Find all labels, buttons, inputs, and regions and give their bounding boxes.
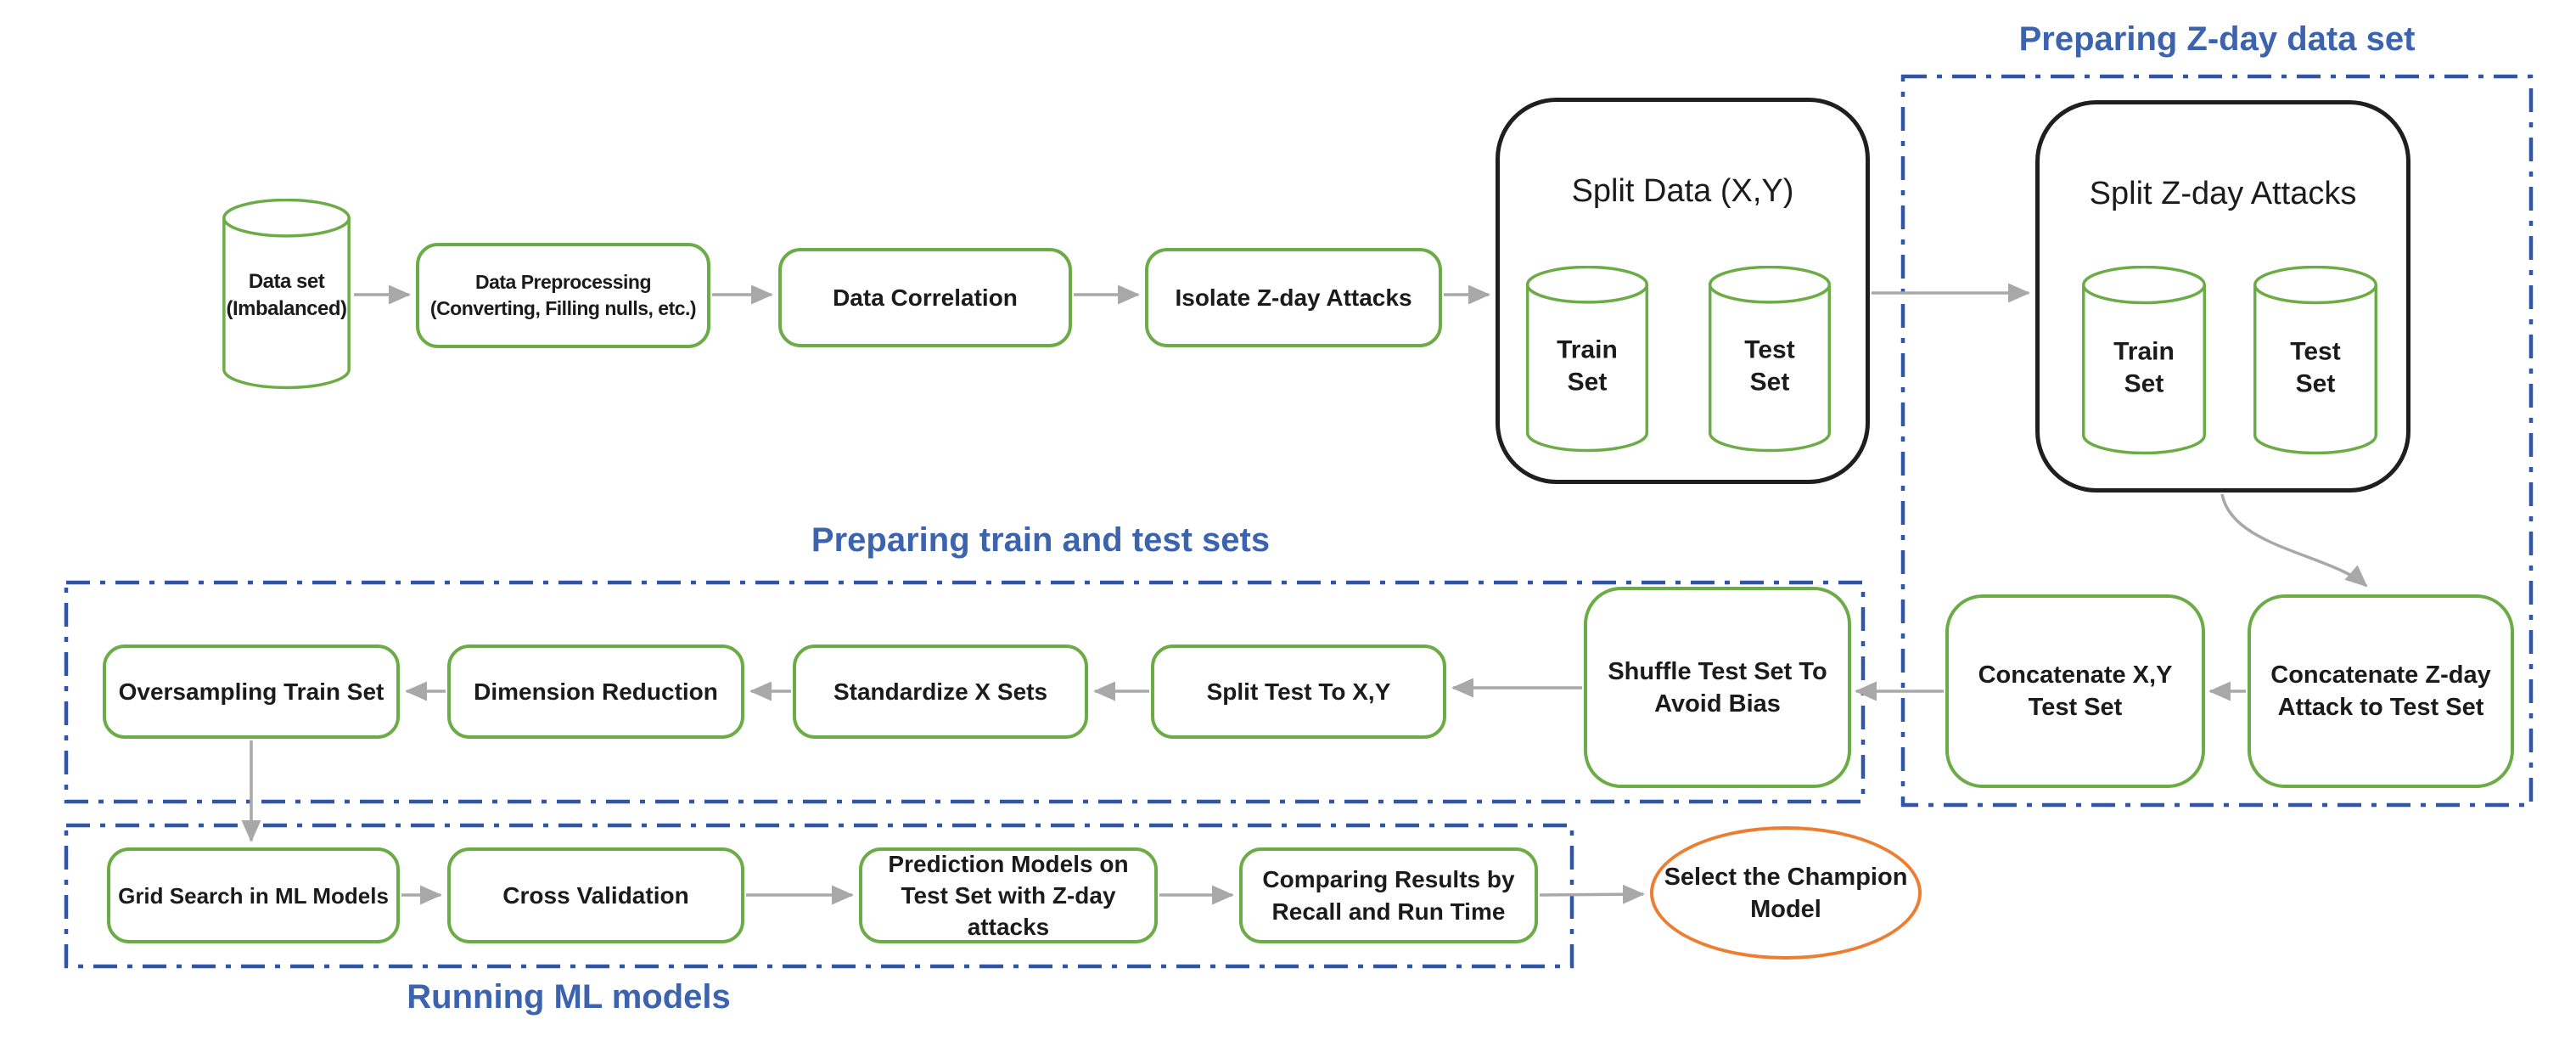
data-correlation-label: Data Correlation <box>833 284 1018 311</box>
split-zday-container: Split Z-day Attacks Train Set Test Set <box>2035 100 2410 493</box>
split-data-title: Split Data (X,Y) <box>1571 173 1794 209</box>
isolate-zday-box: Isolate Z-day Attacks <box>1145 248 1442 347</box>
region-label-zday: Preparing Z-day data set <box>2018 20 2416 58</box>
split-zday-train-cylinder: Train Set <box>2080 266 2208 457</box>
region-label-running: Running ML models <box>407 978 731 1016</box>
prediction-models-label: Prediction Models on Test Set with Z-day… <box>888 851 1129 940</box>
concat-zday-label: Concatenate Z-day Attack to Test Set <box>2270 661 2491 721</box>
dimension-reduction-label: Dimension Reduction <box>474 678 718 705</box>
grid-search-box: Grid Search in ML Models <box>107 847 400 943</box>
champion-model-label: Select the Champion Model <box>1664 863 1908 923</box>
oversampling-box: Oversampling Train Set <box>103 645 400 739</box>
cylinder-shape <box>221 199 352 391</box>
standardize-label: Standardize X Sets <box>833 678 1048 705</box>
prediction-models-box: Prediction Models on Test Set with Z-day… <box>859 847 1158 943</box>
champion-model-ellipse: Select the Champion Model <box>1650 826 1922 960</box>
train-set-label: Train Set <box>1557 335 1618 397</box>
comparing-results-box: Comparing Results by Recall and Run Time <box>1239 847 1538 943</box>
split-data-container: Split Data (X,Y) Train Set Test Set <box>1496 98 1870 484</box>
cylinder-shape <box>1524 266 1650 454</box>
split-zday-test-cylinder: Test Set <box>2252 266 2379 457</box>
isolate-zday-label: Isolate Z-day Attacks <box>1175 284 1412 311</box>
split-test-label: Split Test To X,Y <box>1206 678 1391 705</box>
dimension-reduction-box: Dimension Reduction <box>447 645 744 739</box>
concat-xy-box: Concatenate X,Y Test Set <box>1945 594 2205 788</box>
shuffle-label: Shuffle Test Set To Avoid Bias <box>1608 657 1827 718</box>
dataset-label: Data set (Imbalanced) <box>226 269 347 320</box>
arrow-comparing-to-champion <box>1539 884 1645 904</box>
dataset-cylinder: Data set (Imbalanced) <box>221 199 352 391</box>
preprocessing-box: Data Preprocessing (Converting, Filling … <box>416 243 710 348</box>
cylinder-shape <box>2252 266 2379 457</box>
split-test-box: Split Test To X,Y <box>1151 645 1446 739</box>
train-set-label: Train Set <box>2113 337 2175 398</box>
grid-search-label: Grid Search in ML Models <box>118 882 389 909</box>
cylinder-shape <box>1707 266 1832 454</box>
region-label-train-test: Preparing train and test sets <box>811 521 1271 559</box>
standardize-box: Standardize X Sets <box>793 645 1088 739</box>
concat-xy-label: Concatenate X,Y Test Set <box>1978 661 2173 721</box>
cylinder-shape <box>2080 266 2208 457</box>
split-zday-title: Split Z-day Attacks <box>2089 176 2357 211</box>
concat-zday-box: Concatenate Z-day Attack to Test Set <box>2248 594 2514 788</box>
preprocessing-label: Data Preprocessing (Converting, Filling … <box>429 271 697 319</box>
data-correlation-box: Data Correlation <box>778 248 1072 347</box>
test-set-label: Test Set <box>1744 335 1795 397</box>
curved-arrow-splitzday-to-concatzday <box>2220 493 2368 588</box>
oversampling-label: Oversampling Train Set <box>118 678 384 705</box>
cross-validation-box: Cross Validation <box>447 847 744 943</box>
split-data-test-cylinder: Test Set <box>1707 266 1832 454</box>
cross-validation-label: Cross Validation <box>502 881 689 909</box>
shuffle-box: Shuffle Test Set To Avoid Bias <box>1584 587 1851 788</box>
comparing-results-label: Comparing Results by Recall and Run Time <box>1262 865 1515 925</box>
split-data-train-cylinder: Train Set <box>1524 266 1650 454</box>
test-set-label: Test Set <box>2290 337 2341 398</box>
